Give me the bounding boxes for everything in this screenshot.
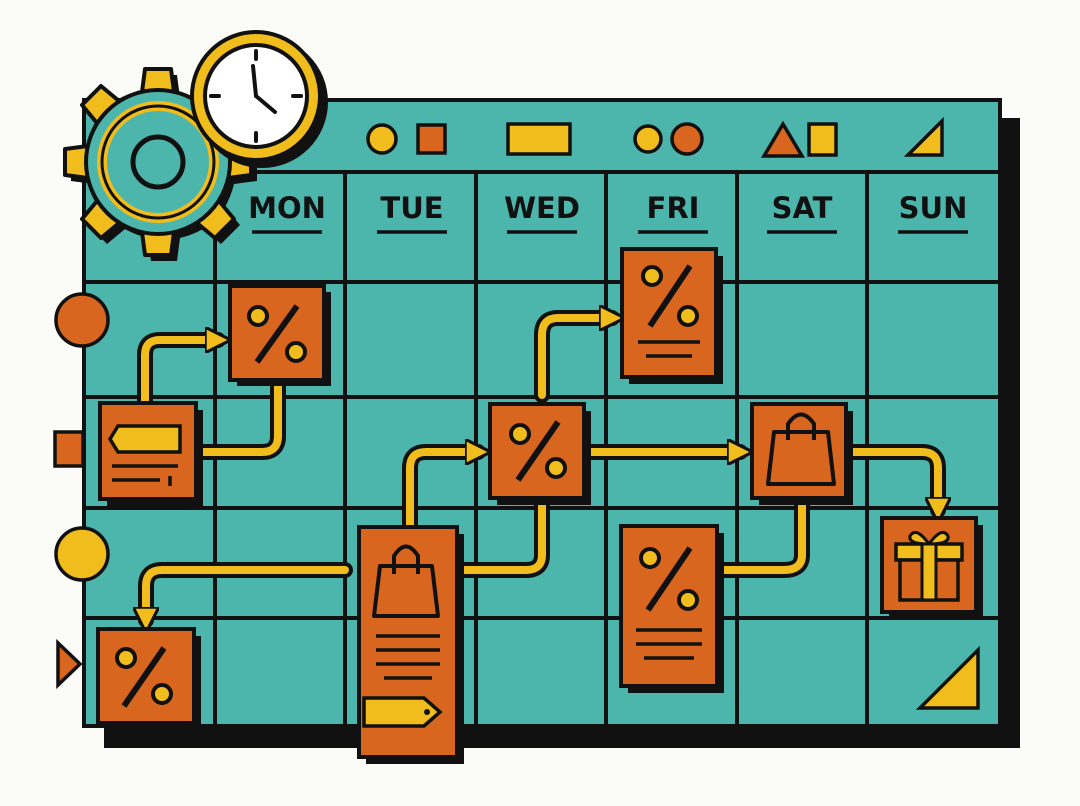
arrow-icon [141,340,218,419]
coupon-card [98,401,203,506]
day-label-tue: TUE [380,191,443,225]
day-label-fri: FRI [647,191,700,225]
flow-arrows [145,318,938,620]
arrow-icon [718,494,806,574]
percent-tag-icon [620,247,723,384]
arrow-icon [454,496,546,574]
percent-tag-icon [488,402,591,505]
arrow-icon [844,448,938,510]
shopping-bag-icon [750,402,853,505]
header-decorations [366,116,944,158]
arrow-icon [196,381,282,456]
day-label-mon: MON [248,191,326,225]
day-labels: MON TUE WED FRI SAT SUN [248,191,968,234]
percent-tag-icon [619,524,724,693]
clock-icon [190,30,328,168]
margin-decorations [53,292,980,710]
arrow-icon [406,452,478,532]
day-label-sun: SUN [899,191,968,225]
gift-box-icon [880,516,983,619]
day-label-sat: SAT [772,191,833,225]
arrow-icon [146,566,349,620]
arrow-icon [538,318,612,399]
shopping-bag-icon [357,525,464,764]
percent-tag-icon [228,284,331,386]
percent-tag-icon [96,627,201,730]
day-label-wed: WED [504,191,580,225]
